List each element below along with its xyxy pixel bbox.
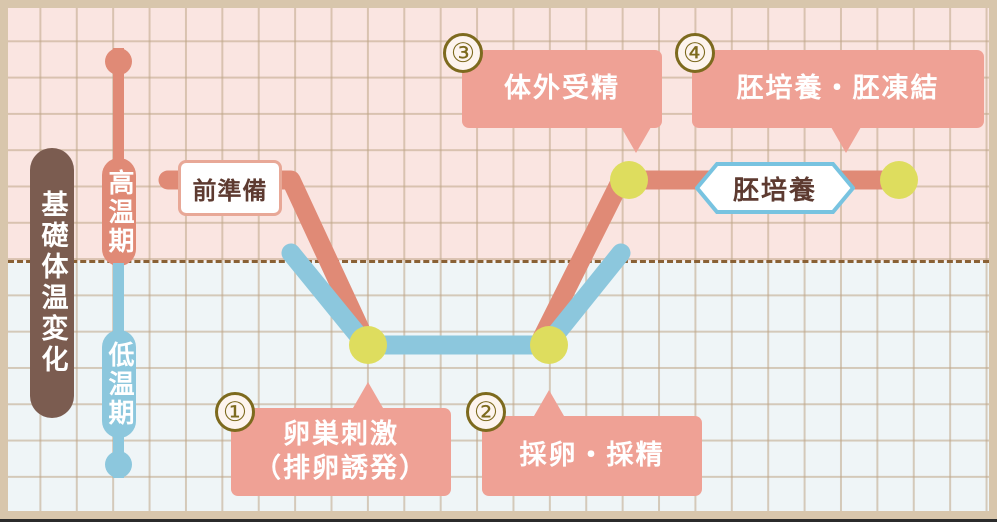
low-phase-legend: 低温期	[102, 330, 136, 438]
callout-2-tail	[534, 390, 564, 416]
callout-2: 採卵・採精	[482, 416, 702, 496]
callout-2-label: 採卵・採精	[519, 440, 665, 472]
data-dot-1	[349, 326, 387, 364]
high-phase-stem	[113, 48, 124, 263]
callout-3-tail	[621, 127, 651, 153]
high-phase-bulb	[105, 48, 132, 75]
plot-area: 基礎体温変化 高温期 低温期 前準備	[8, 8, 989, 511]
hexagon-shape-icon	[695, 162, 855, 214]
threshold-dashed-line	[8, 260, 989, 263]
callout-1-label: 卵巣刺激 （排卵誘発）	[254, 419, 428, 484]
data-dot-3	[610, 161, 648, 199]
callout-3: 体外受精	[462, 50, 662, 128]
callout-4-label: 胚培養・胚凍結	[736, 73, 940, 105]
bbt-axis-label-text: 基礎体温変化	[36, 190, 68, 376]
callout-2-number: ②	[466, 392, 506, 432]
callout-3-number: ③	[443, 33, 483, 73]
embryo-culture-badge: 胚培養	[695, 162, 855, 214]
bottom-rule	[0, 519, 997, 522]
high-phase-legend: 高温期	[102, 158, 136, 266]
curve-low-segment	[281, 243, 631, 355]
callout-1-tail	[353, 382, 383, 408]
callout-3-label: 体外受精	[504, 73, 620, 105]
data-dot-2	[530, 326, 568, 364]
low-phase-label: 低温期	[104, 340, 134, 428]
callout-4-tail	[831, 127, 861, 153]
low-phase-bulb	[105, 451, 132, 478]
embryo-culture-badge-label: 胚培養	[732, 175, 817, 206]
data-dot-4	[880, 161, 918, 199]
prep-box-label: 前準備	[192, 176, 268, 205]
callout-1-number: ①	[215, 392, 255, 432]
bbt-axis-label: 基礎体温変化	[30, 148, 74, 418]
prep-box: 前準備	[178, 160, 282, 216]
callout-4-number: ④	[675, 33, 715, 73]
callout-4: 胚培養・胚凍結	[692, 50, 984, 128]
callout-1: 卵巣刺激 （排卵誘発）	[231, 408, 451, 496]
high-phase-label: 高温期	[104, 168, 134, 256]
